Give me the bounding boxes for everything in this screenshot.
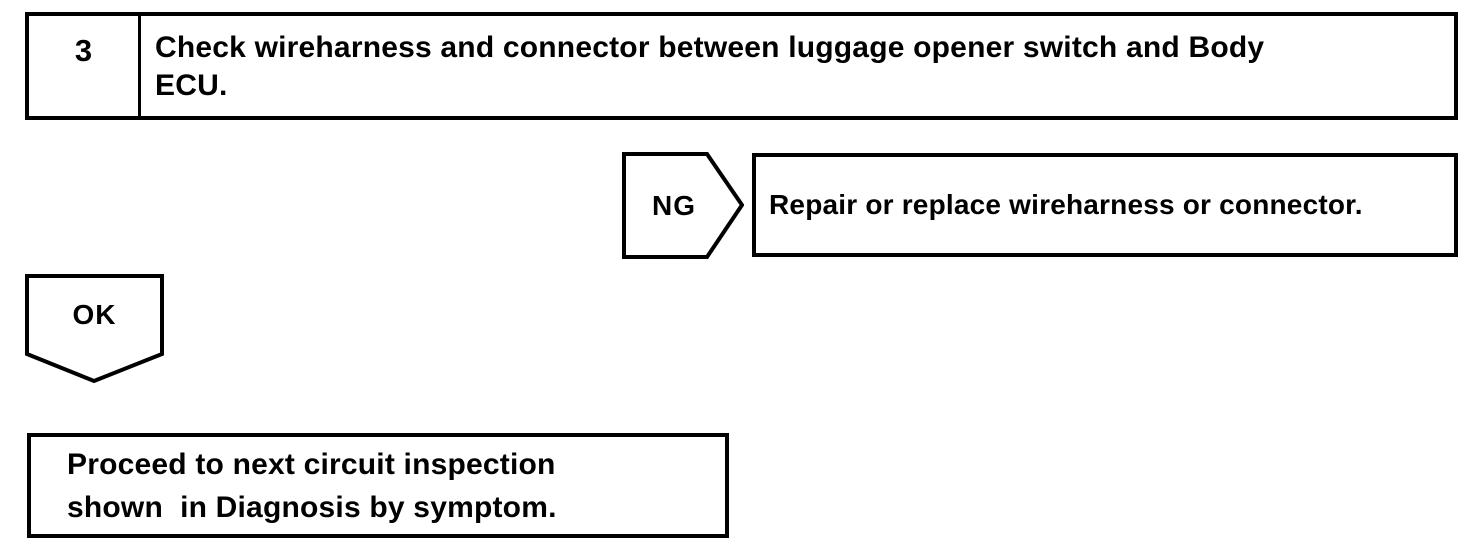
ng-result-text: Repair or replace wireharness or connect… (769, 189, 1363, 220)
ok-result-line-2: shown in Diagnosis by symptom. (67, 490, 557, 524)
ng-connector: NG (622, 152, 744, 259)
ng-label: NG (652, 189, 696, 221)
ok-result-box: Proceed to next circuit inspection shown… (27, 433, 729, 538)
step-instruction-line-1: Check wireharness and connector between … (155, 31, 1265, 64)
step-instruction-line-2: ECU. (155, 69, 228, 102)
ok-pentagon-icon (25, 274, 164, 384)
ok-result-line-1: Proceed to next circuit inspection (67, 447, 556, 481)
step-number: 3 (29, 16, 141, 116)
step-box: 3 Check wireharness and connector betwee… (25, 12, 1458, 120)
ok-label: OK (72, 299, 117, 330)
step-instruction: Check wireharness and connector between … (141, 16, 1454, 116)
ng-pentagon-icon (622, 152, 744, 259)
ng-result-box: Repair or replace wireharness or connect… (752, 153, 1458, 257)
ok-connector: OK (25, 274, 164, 384)
